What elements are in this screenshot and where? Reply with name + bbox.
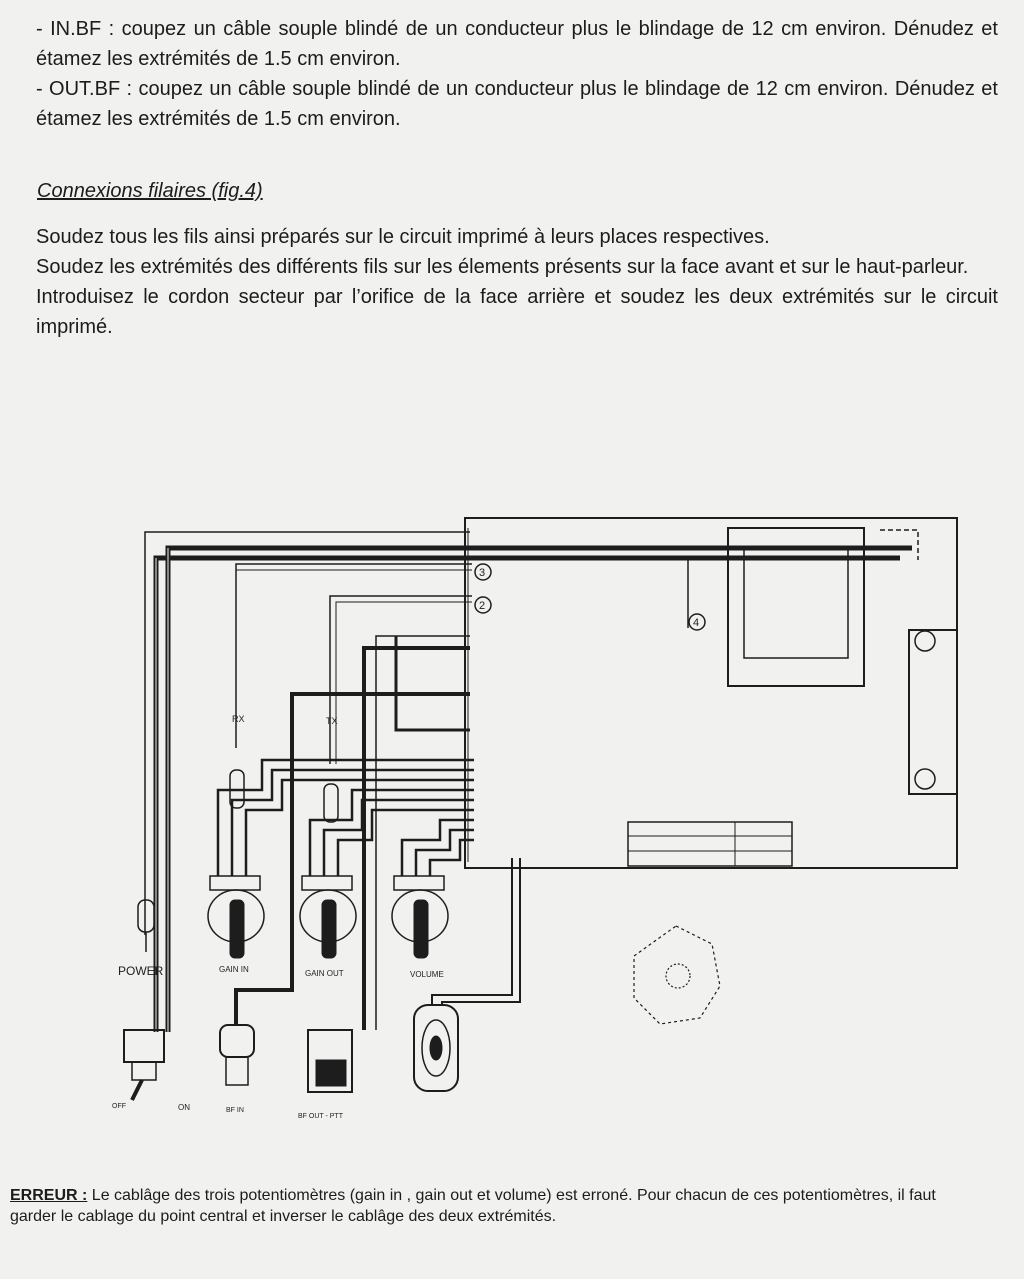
- bf-out-ptt-socket: [307, 1029, 353, 1093]
- power-switch: [123, 1029, 165, 1101]
- transformer: [727, 527, 865, 687]
- bf-in-jack: [219, 1024, 255, 1086]
- connector-2: [474, 596, 492, 614]
- section-heading: Connexions filaires (fig.4): [37, 180, 263, 202]
- connector-3: [474, 563, 492, 581]
- potentiometer-gain-in: [207, 875, 265, 959]
- label-rx: RX: [232, 714, 245, 724]
- label-off: OFF: [112, 1103, 126, 1110]
- paragraph-1: Soudez tous les fils ainsi préparés sur …: [36, 226, 770, 248]
- connector-2-number: 2: [479, 600, 485, 612]
- connector-3-number: 3: [479, 567, 485, 579]
- label-bf-out-ptt: BF OUT - PTT: [298, 1113, 344, 1120]
- tube-socket: [633, 925, 721, 1025]
- label-gain-out: GAIN OUT: [305, 969, 344, 978]
- label-volume: VOLUME: [410, 970, 444, 979]
- in-bf-instruction: - IN.BF : coupez un câble souple blindé …: [36, 18, 998, 70]
- terminal-block: [627, 821, 793, 867]
- power-led: [137, 899, 155, 952]
- intro-text: - IN.BF : coupez un câble souple blindé …: [36, 14, 998, 134]
- speaker: [413, 1004, 459, 1092]
- right-component: [908, 629, 958, 795]
- label-tx: TX: [326, 716, 338, 726]
- wiring-diagram: 3 2 4 RX TX GAIN IN GAIN OUT VOLUME OFF …: [112, 517, 958, 1120]
- label-on: ON: [178, 1103, 190, 1112]
- paragraph-2: Soudez les extrémités des différents fil…: [36, 256, 969, 278]
- potentiometer-volume: [391, 875, 449, 959]
- out-bf-instruction: - OUT.BF : coupez un câble souple blindé…: [36, 78, 998, 130]
- erratum-label: ERREUR :: [10, 1187, 88, 1204]
- label-power: POWER: [118, 964, 164, 978]
- potentiometer-gain-out: [299, 875, 357, 959]
- label-gain-in: GAIN IN: [219, 965, 249, 974]
- connector-4-number: 4: [693, 617, 699, 629]
- section-body: Soudez tous les fils ainsi préparés sur …: [36, 222, 998, 342]
- connector-4: [688, 613, 706, 631]
- circuit-board: [464, 517, 958, 869]
- erratum-note: ERREUR : Le cablâge des trois potentiomè…: [10, 1185, 985, 1227]
- erratum-text: Le cablâge des trois potentiomètres (gai…: [10, 1187, 936, 1225]
- label-bf-in: BF IN: [226, 1107, 244, 1114]
- paragraph-3: Introduisez le cordon secteur par l’orif…: [36, 286, 998, 338]
